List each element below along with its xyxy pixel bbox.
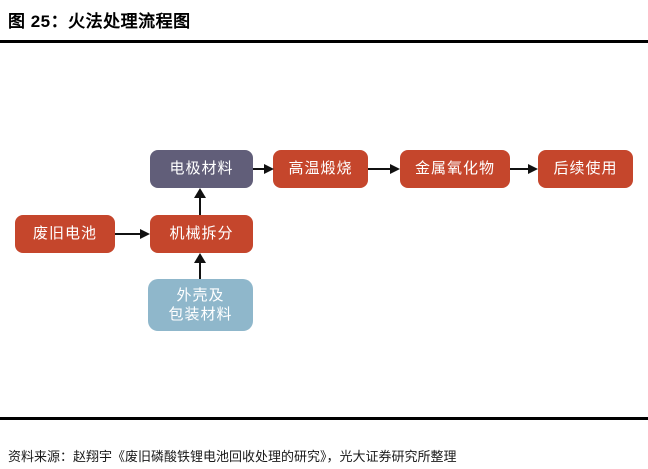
node-label-line2: 包装材料 xyxy=(168,306,233,323)
arrow-line xyxy=(115,233,141,235)
footer-divider-line xyxy=(0,417,648,420)
node-label: 高温煅烧 xyxy=(288,160,353,178)
source-note: 资料来源：赵翔宇《废旧磷酸铁锂电池回收处理的研究》，光大证券研究所整理 xyxy=(8,449,457,464)
arrow-head-up-icon xyxy=(194,253,206,263)
node-shell-packaging: 外壳及 包装材料 xyxy=(148,279,253,331)
node-label-line1: 外壳及 xyxy=(176,286,225,304)
arrow-head-up-icon xyxy=(194,188,206,198)
arrow-line xyxy=(368,168,391,170)
arrow-head-right-icon xyxy=(264,164,274,174)
arrow-line xyxy=(510,168,529,170)
node-label: 电极材料 xyxy=(169,160,234,178)
node-electrode-material: 电极材料 xyxy=(150,150,253,188)
arrow-head-right-icon xyxy=(390,164,400,174)
node-label: 机械拆分 xyxy=(169,225,234,243)
figure-title: 图 25：火法处理流程图 xyxy=(8,12,191,31)
arrow-head-right-icon xyxy=(528,164,538,174)
title-divider-line xyxy=(0,40,648,43)
arrow-line xyxy=(199,196,201,215)
node-label: 金属氧化物 xyxy=(414,160,495,178)
arrow-line xyxy=(199,261,201,279)
node-high-temp-calcination: 高温煅烧 xyxy=(273,150,368,188)
node-waste-battery: 废旧电池 xyxy=(15,215,115,253)
node-label: 废旧电池 xyxy=(32,225,97,243)
node-metal-oxide: 金属氧化物 xyxy=(400,150,510,188)
node-mechanical-split: 机械拆分 xyxy=(150,215,253,253)
node-label: 后续使用 xyxy=(553,160,618,178)
arrow-head-right-icon xyxy=(140,229,150,239)
arrow-line xyxy=(253,168,265,170)
node-subsequent-use: 后续使用 xyxy=(538,150,633,188)
